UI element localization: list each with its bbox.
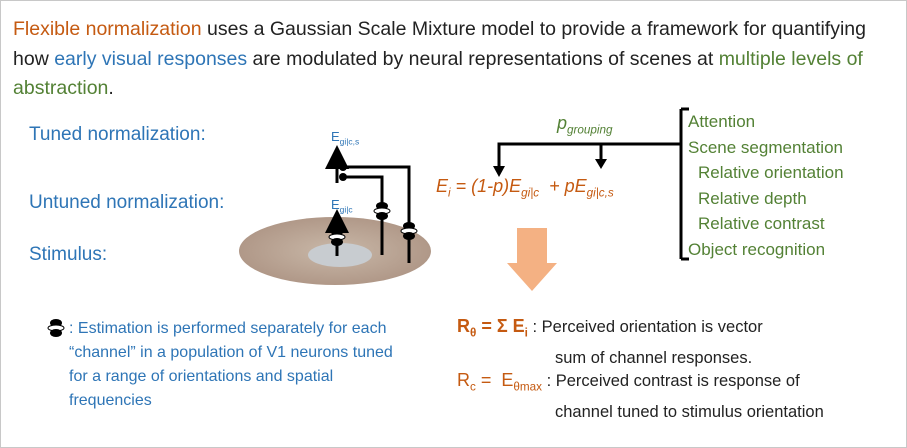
e-untuned-label: Egi|c — [331, 197, 353, 215]
factor-item: Relative contrast — [698, 214, 825, 233]
intro-part: uses a Gaussian Scale Mixture model to p… — [13, 18, 866, 70]
term-levels: multiple levels of abstraction — [13, 47, 863, 100]
factor-item: Scene segmentation — [688, 137, 843, 157]
readout-contrast: Rc = Eθmax : Perceived contrast is respo… — [457, 370, 824, 421]
factor-item: Attention — [688, 112, 756, 131]
factor-item: Relative depth — [698, 188, 807, 208]
label-stimulus: Stimulus: — [29, 244, 108, 265]
estimation-note: : Estimation is performed separately for… — [69, 320, 393, 409]
label-tuned: Tuned normalization: — [29, 124, 206, 145]
term-early-visual: early visual responses — [54, 47, 248, 70]
stimulus-center — [308, 243, 372, 267]
e-tuned-label: Egi|c,s — [331, 129, 360, 147]
down-arrow — [507, 228, 557, 291]
factor-item: Relative orientation — [698, 163, 844, 182]
factor-item: Object recognition — [688, 239, 826, 259]
intro-part: are modulated by neural representations … — [247, 47, 719, 70]
intro-text: Flexible normalization uses a Gaussian S… — [13, 15, 893, 104]
mixture-equation: Ei = (1-p)Egi|c + pEgi|c,s — [436, 176, 614, 200]
estimator-icons — [47, 202, 418, 337]
term-flexible-normalization: Flexible normalization — [13, 18, 202, 40]
p-grouping: pgrouping — [557, 113, 613, 137]
grouping-factors: Attention Scene segmentation Relative or… — [688, 109, 844, 262]
readout-orientation: Rθ = Σ Ei : Perceived orientation is vec… — [457, 316, 763, 367]
label-untuned: Untuned normalization: — [29, 192, 225, 213]
intro-part: . — [108, 77, 114, 99]
